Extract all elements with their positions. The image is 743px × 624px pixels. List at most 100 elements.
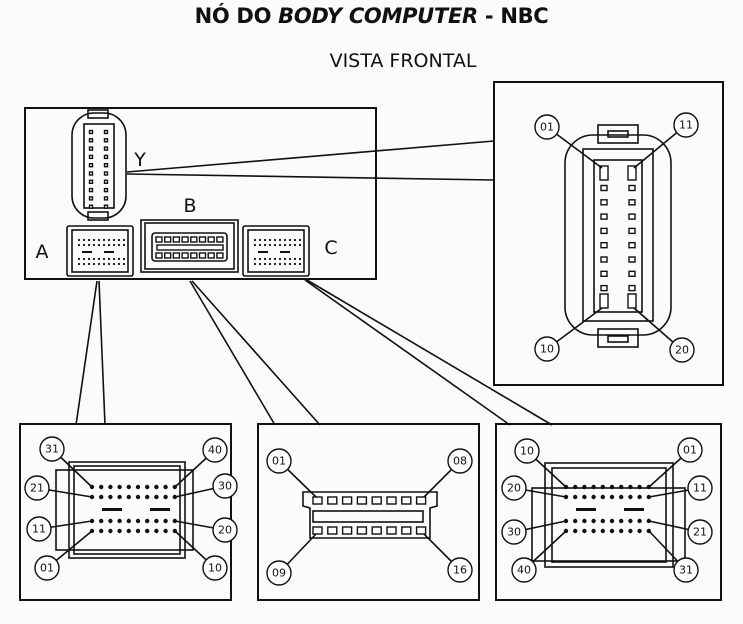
pin: [92, 257, 96, 261]
pin: [92, 238, 96, 242]
pin: [87, 238, 91, 242]
callout-A-21: [24, 475, 50, 501]
pin: [600, 484, 605, 490]
pin: [145, 484, 150, 490]
callout-C-31-label: 31: [679, 564, 693, 577]
pin: [99, 518, 104, 524]
pin: [600, 184, 608, 192]
pin: [263, 238, 267, 242]
pin: [386, 526, 397, 535]
callout-C-10: [514, 438, 540, 464]
pin: [273, 243, 277, 247]
diagram-subtitle: VISTA FRONTAL: [329, 50, 477, 72]
pin: [283, 262, 287, 266]
detail-box-A: [19, 423, 232, 601]
pin: [341, 526, 353, 535]
module-connector-Y: [71, 109, 127, 221]
module-connector-B: [140, 219, 239, 273]
pin: [154, 484, 159, 490]
callout-C-31: [673, 557, 699, 583]
key: [102, 508, 122, 511]
pin: [103, 129, 109, 135]
pin: [278, 262, 282, 266]
pin: [278, 257, 282, 261]
pin: [293, 238, 297, 242]
callout-A-01: [34, 555, 60, 581]
pin: [573, 494, 578, 500]
pin: [288, 257, 292, 261]
callout-A-31-label: 31: [45, 443, 59, 456]
callout-A-30: [212, 473, 238, 499]
pin: [92, 262, 96, 266]
pin: [591, 494, 596, 500]
pin: [77, 262, 81, 266]
pin: [117, 528, 122, 534]
key: [576, 508, 596, 511]
label-A: A: [36, 241, 49, 263]
pin: [628, 241, 636, 249]
pin: [386, 496, 397, 505]
callout-Y-20: [669, 337, 695, 363]
pin: [356, 526, 368, 535]
pin: [108, 528, 113, 534]
pin: [628, 199, 636, 206]
pin: [99, 484, 104, 490]
callout-B-08-label: 08: [453, 455, 467, 468]
callout-A-10: [202, 555, 228, 581]
callout-A-40: [202, 437, 228, 463]
pin: [92, 243, 96, 247]
title-part-2: BODY COMPUTER: [278, 4, 478, 28]
key: [280, 251, 290, 253]
pin: [97, 243, 101, 247]
pin: [88, 204, 94, 209]
leader-lines: [75, 140, 553, 426]
callout-A-10-label: 10: [208, 562, 222, 575]
pin: [628, 270, 636, 277]
pin: [628, 284, 636, 292]
pin: [117, 243, 121, 247]
pin: [82, 238, 86, 242]
callout-A-20: [212, 517, 238, 543]
pin: [126, 484, 131, 490]
diagram-title: NÓ DO BODY COMPUTER - NBC: [0, 4, 743, 28]
callout-A-30-label: 30: [218, 480, 232, 493]
pin: [609, 518, 615, 524]
pin: [619, 494, 624, 500]
pin: [293, 243, 297, 247]
callout-A-01-label: 01: [40, 562, 54, 575]
pin: [181, 236, 189, 243]
pin: [298, 262, 302, 266]
pin: [135, 518, 141, 524]
pin: [190, 252, 198, 259]
pin: [278, 238, 282, 242]
pin: [253, 238, 257, 242]
pin: [97, 257, 101, 261]
pin: [155, 236, 163, 243]
pin: [103, 171, 109, 176]
pin: [401, 496, 412, 505]
pin: [163, 494, 168, 500]
pin: [278, 243, 282, 247]
pin: [263, 243, 267, 247]
connector-A-detail: [55, 461, 194, 559]
pin: [88, 179, 94, 185]
key: [258, 251, 268, 253]
pin: [637, 494, 642, 500]
pin: [582, 518, 587, 524]
pin: [637, 484, 642, 490]
pin: [283, 243, 287, 247]
detail-box-Y: [493, 81, 724, 386]
pin: [591, 484, 596, 490]
pin: [198, 236, 207, 243]
pin: [263, 262, 267, 266]
pin: [108, 484, 113, 490]
callout-Y-10-label: 10: [540, 343, 554, 356]
callout-Y-11: [673, 112, 699, 138]
callout-A-21-label: 21: [30, 482, 44, 495]
pin: [646, 494, 651, 500]
pin: [112, 262, 116, 266]
pin: [288, 238, 292, 242]
pin: [253, 257, 257, 261]
pin: [298, 257, 302, 261]
module-connector-C: [242, 225, 310, 277]
